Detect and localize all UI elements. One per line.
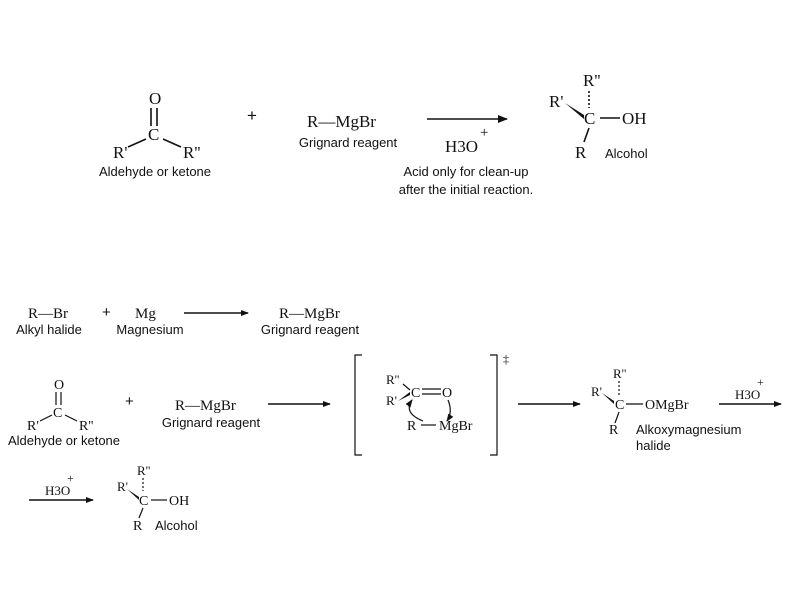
carbon-label: C — [411, 386, 420, 401]
alkoxide-caption-line2: halide — [636, 438, 671, 453]
r1-label: R' — [386, 393, 397, 408]
r1-label: R' — [113, 143, 127, 162]
reagent-charge: + — [757, 375, 764, 389]
r1-label: R' — [117, 479, 128, 494]
oxygen-label: O — [149, 89, 161, 108]
omgbr-label: OMgBr — [645, 398, 689, 413]
carbonyl-2: O C R' R'' Aldehyde or ketone — [8, 378, 120, 448]
alcohol-2: R'' R' C OH R Alcohol — [117, 463, 198, 534]
r1-label: R' — [591, 384, 602, 399]
magnesium-formula: Mg — [135, 306, 156, 322]
wedge-bond — [565, 103, 584, 119]
bond-r — [138, 507, 144, 519]
transition-state: ‡ R'' R' C O R MgBr — [354, 352, 509, 456]
oh-label: OH — [622, 109, 647, 128]
r2-label: R'' — [386, 372, 399, 387]
mechanism: O C R' R'' Aldehyde or ketone + R—MgBr G… — [8, 352, 782, 534]
carbonyl-caption: Aldehyde or ketone — [8, 433, 120, 448]
grignard-1: R—MgBr Grignard reagent — [299, 112, 398, 150]
r2-label: R'' — [79, 419, 93, 434]
wedge-bond — [602, 393, 614, 404]
reaction2: R—Br Alkyl halide + Mg Magnesium R—MgBr … — [16, 304, 359, 337]
r2-label: R'' — [137, 463, 150, 478]
grignard-caption: Grignard reagent — [299, 135, 398, 150]
r-label: R — [609, 423, 619, 438]
bond-r — [614, 411, 620, 424]
reaction1: O C R' R'' Aldehyde or ketone + R—MgBr G… — [99, 71, 648, 197]
bond-left — [127, 138, 147, 148]
carbon-label: C — [584, 109, 595, 128]
electron-arrow-right — [446, 399, 454, 422]
reagent-charge: + — [480, 125, 488, 141]
r2-label: R'' — [183, 143, 200, 162]
bond-r — [583, 127, 590, 143]
mgbr-label: MgBr — [439, 419, 473, 434]
carbonyl-caption: Aldehyde or ketone — [99, 164, 211, 179]
r2-label: R'' — [613, 366, 626, 381]
electron-arrow-left — [405, 399, 424, 422]
r-label: R — [575, 143, 587, 162]
alkoxide: R'' R' C OMgBr R Alkoxymagnesium halide — [591, 366, 742, 453]
alkyl-halide-formula: R—Br — [28, 306, 68, 322]
r1-label: R' — [549, 92, 563, 111]
reagent2-h3o: H3O — [45, 483, 70, 498]
grignard-formula: R—MgBr — [175, 398, 236, 414]
bond-right — [162, 138, 182, 148]
bond-r2 — [402, 383, 411, 391]
alcohol-1: R'' R' C OH R Alcohol — [549, 71, 648, 162]
bracket-left — [354, 354, 362, 456]
carbon-label: C — [53, 406, 62, 421]
r-label: R — [133, 519, 143, 534]
carbon-label: C — [139, 494, 148, 509]
wedge-bond — [127, 489, 139, 500]
r-label: R — [407, 419, 417, 434]
plus-sign: + — [125, 393, 134, 410]
r2-label: R'' — [583, 71, 600, 90]
note-line-2: after the initial reaction. — [399, 182, 533, 197]
reagent-h3o: H3O — [445, 137, 478, 156]
bond-right — [64, 414, 78, 422]
product-formula: R—MgBr — [279, 306, 340, 322]
product-caption: Grignard reagent — [261, 322, 360, 337]
magnesium-caption: Magnesium — [116, 322, 183, 337]
double-dagger: ‡ — [503, 352, 509, 366]
alcohol-caption: Alcohol — [605, 146, 648, 161]
plus-sign: + — [102, 304, 111, 321]
reagent-h3o: H3O — [735, 387, 760, 402]
r1-label: R' — [27, 419, 39, 434]
oxygen-label: O — [54, 378, 64, 393]
oh-label: OH — [169, 494, 189, 509]
carbonyl-1: O C R' R'' Aldehyde or ketone — [99, 89, 211, 179]
note-line-1: Acid only for clean-up — [403, 164, 528, 179]
carbon-label: C — [615, 398, 624, 413]
bond-left — [39, 414, 53, 422]
grignard-formula: R—MgBr — [307, 112, 376, 131]
alkoxide-caption-line1: Alkoxymagnesium — [636, 422, 742, 437]
grignard-caption: Grignard reagent — [162, 415, 261, 430]
alkyl-halide-caption: Alkyl halide — [16, 322, 82, 337]
oxygen-label: O — [442, 386, 452, 401]
reagent2-charge: + — [67, 471, 74, 485]
plus-sign: + — [247, 106, 257, 125]
carbon-label: C — [148, 125, 159, 144]
bracket-right — [490, 354, 498, 456]
alcohol-caption: Alcohol — [155, 518, 198, 533]
wedge-bond — [398, 392, 410, 401]
